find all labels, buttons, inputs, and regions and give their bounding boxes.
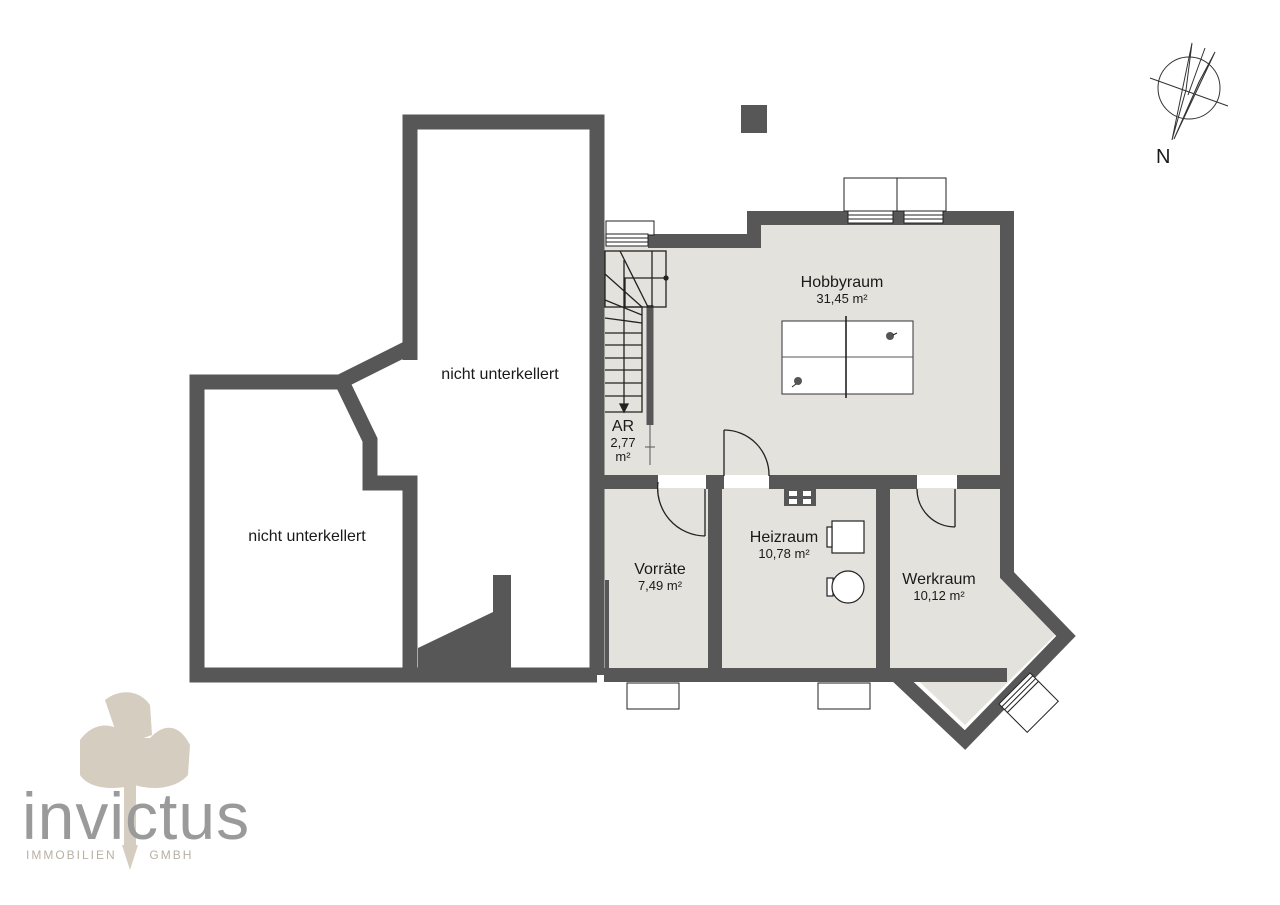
staircase[interactable]: [604, 250, 669, 414]
logo-wordmark: invictus: [22, 779, 251, 853]
table-tennis-table: [781, 316, 914, 398]
room-label-ar: AR 2,77 m²: [610, 418, 635, 464]
logo-sub-left: IMMOBILIEN: [26, 848, 117, 862]
logo-sub-right: GMBH: [149, 848, 194, 862]
doors[interactable]: [656, 429, 956, 537]
room-area: 10,12 m²: [913, 587, 965, 603]
compass-icon: [1149, 42, 1229, 141]
walls-main: [597, 211, 1076, 750]
room-name: Vorräte: [634, 561, 686, 578]
room-label-vorraete: Vorräte 7,49 m²: [634, 561, 686, 593]
room-label-heizraum: Heizraum 10,78 m²: [750, 529, 818, 561]
north-label: N: [1156, 146, 1171, 168]
room-label-hobbyraum: Hobbyraum 31,45 m²: [801, 274, 884, 306]
room-area-unit: m²: [615, 448, 631, 464]
room-name: Heizraum: [749, 529, 819, 546]
room-label-werkraum: Werkraum 10,12 m²: [902, 571, 976, 603]
logo-knight-icon: [80, 692, 190, 870]
unexcavated-label-right: nicht unterkellert: [441, 366, 559, 383]
room-area: 10,78 m²: [758, 545, 810, 561]
walls-unexcavated: [189, 114, 605, 683]
room-area: 2,77: [610, 434, 636, 450]
windows: [605, 177, 1060, 734]
logo-subtitle: IMMOBILIEN GMBH: [26, 848, 193, 862]
room-area: 31,45 m²: [816, 290, 868, 306]
room-name: Hobbyraum: [800, 274, 884, 291]
heating-fixtures: [784, 488, 865, 604]
room-name: Werkraum: [902, 571, 976, 588]
chimney: [741, 105, 767, 133]
wall-wedge: [418, 575, 511, 668]
room-name: AR: [611, 418, 635, 435]
room-area: 7,49 m²: [637, 577, 683, 593]
unexcavated-label-left: nicht unterkellert: [248, 528, 366, 545]
